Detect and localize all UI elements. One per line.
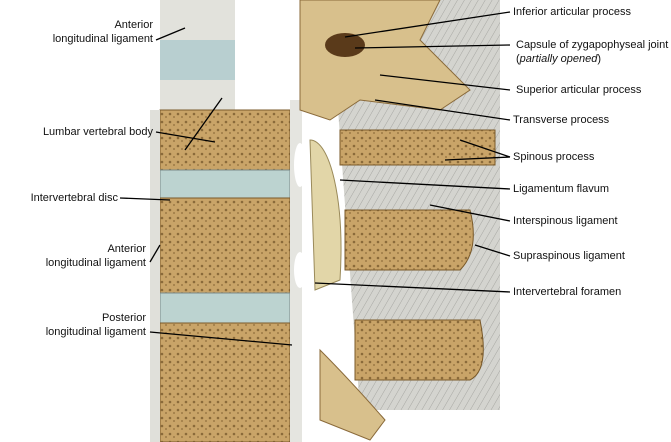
label-supraspinous-ligament: Supraspinous ligament: [513, 250, 625, 262]
spinous-process-1: [339, 129, 496, 166]
label-line: longitudinal ligament: [45, 257, 146, 269]
spinous-process-3: [354, 319, 484, 381]
label-line: Anterior: [114, 19, 153, 31]
label-transverse-process: Transverse process: [513, 114, 610, 126]
disc-1: [159, 169, 291, 199]
label-anterior-longitudinal-ligament-mid: Anterior longitudinal ligament: [46, 242, 146, 270]
label-capsule-zygapophyseal-joint: Capsule of zygapophyseal joint (partiall…: [516, 38, 668, 66]
vertebral-body-2: [159, 197, 291, 294]
disc-2: [159, 292, 291, 324]
vertebral-body-3: [159, 322, 291, 442]
label-interspinous-ligament: Interspinous ligament: [513, 215, 618, 227]
ligament-area: [330, 0, 500, 410]
label-line: Anterior: [107, 243, 146, 255]
label-intervertebral-foramen: Intervertebral foramen: [513, 286, 622, 298]
label-posterior-longitudinal-ligament: Posterior longitudinal ligament: [46, 311, 146, 339]
foramen-2: [294, 252, 306, 288]
label-ligamentum-flavum: Ligamentum flavum: [513, 183, 609, 195]
foramen-1: [294, 143, 306, 187]
label-line: (partially opened): [516, 52, 668, 66]
paren: (: [516, 53, 520, 65]
ligamentum-flavum: [309, 139, 342, 291]
label-line: longitudinal ligament: [45, 326, 146, 338]
leader-lines: [119, 11, 511, 346]
label-intervertebral-disc: Intervertebral disc: [30, 192, 118, 204]
label-lumbar-vertebral-body: Lumbar vertebral body: [42, 126, 153, 138]
label-line: Capsule of zygapophyseal joint: [516, 39, 669, 51]
label-anterior-longitudinal-ligament-top: Anterior longitudinal ligament: [53, 18, 153, 46]
label-inferior-articular-process: Inferior articular process: [513, 6, 631, 18]
label-line: Posterior: [101, 312, 146, 324]
label-note: partially opened: [519, 53, 598, 65]
label-superior-articular-process: Superior articular process: [516, 84, 642, 96]
label-spinous-process: Spinous process: [513, 151, 595, 163]
paren: ): [597, 53, 602, 65]
spinous-process-2: [344, 209, 474, 271]
label-line: longitudinal ligament: [52, 33, 153, 45]
vertebral-body-1: [159, 109, 291, 171]
